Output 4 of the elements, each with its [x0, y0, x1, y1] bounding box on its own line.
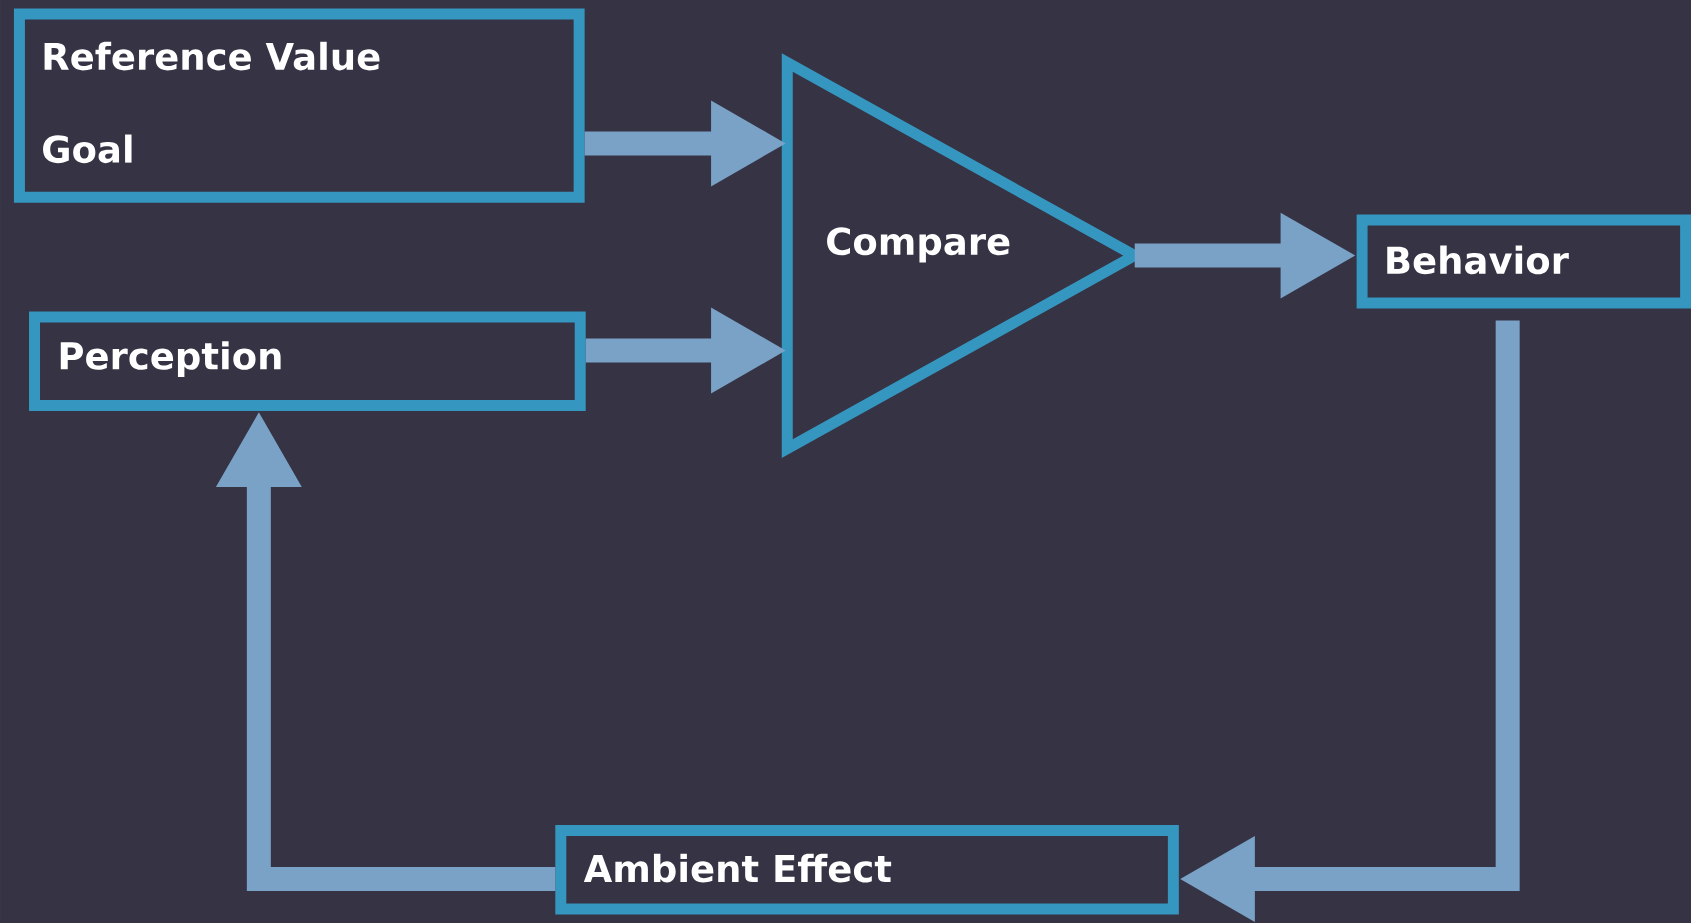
text-box: Behavior [1356, 214, 1691, 309]
text-box: Ambient Effect [555, 824, 1179, 915]
text-box: Reference Value Goal [13, 8, 585, 203]
text-box: Perception [29, 311, 586, 411]
